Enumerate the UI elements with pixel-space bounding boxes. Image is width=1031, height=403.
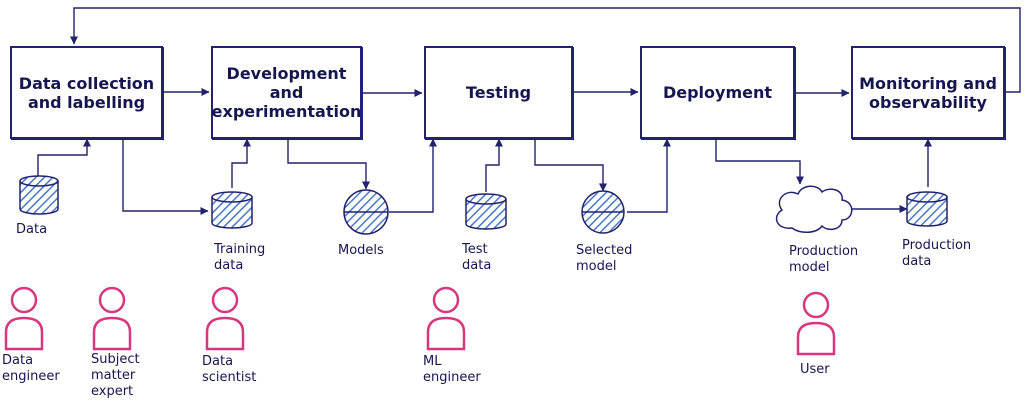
label-production-data: Production data	[902, 238, 972, 269]
cloud-production-model	[775, 185, 853, 233]
label-selected-model: Selected model	[576, 243, 633, 274]
label-production-model: Production model	[789, 244, 859, 275]
stage-deployment: Deployment	[640, 46, 795, 139]
stage-testing: Testing	[424, 46, 573, 139]
arrow-models-to-testing	[389, 138, 437, 213]
label-training-data: Training data	[214, 242, 266, 273]
arrow-training-data-to-develop	[231, 138, 251, 188]
arrow-testing-to-selected-model	[534, 139, 607, 192]
label-subject-matter-expert: Subject matter expert	[91, 352, 140, 399]
arrow-deploy-to-production-model	[715, 139, 804, 185]
arrow-collect-to-training-data	[122, 139, 209, 215]
person-icon-data-scientist	[205, 286, 245, 351]
database-production-data	[906, 191, 948, 227]
connectors	[37, 7, 1021, 215]
model-circle-models	[343, 189, 389, 235]
database-test-data	[465, 193, 507, 230]
arrow-data-to-collect	[37, 138, 91, 176]
database-training-data	[211, 191, 253, 229]
label-data: Data	[16, 222, 48, 237]
person-icon-subject-matter-expert	[92, 286, 132, 351]
arrow-test-data-to-testing	[485, 138, 503, 192]
database-data	[19, 175, 59, 215]
stage-monitoring: Monitoring and observability	[851, 46, 1005, 139]
arrow-develop-to-models	[287, 139, 370, 190]
person-icon-user	[796, 291, 836, 356]
arrow-feedback-loop	[70, 7, 1021, 93]
model-circle-selected-model	[581, 190, 625, 234]
label-ml-engineer: ML engineer	[423, 354, 481, 385]
person-icon-ml-engineer	[426, 286, 466, 351]
label-data-engineer: Data engineer	[2, 353, 60, 384]
label-test-data: Test data	[462, 242, 492, 273]
stage-development: Development and experimentation	[211, 46, 362, 139]
label-data-scientist: Data scientist	[202, 354, 257, 385]
arrow-selected-model-to-deploy	[627, 138, 671, 213]
person-icon-data-engineer	[4, 286, 44, 351]
label-models: Models	[338, 243, 384, 258]
label-user: User	[800, 362, 830, 377]
stage-data-collection: Data collection and labelling	[10, 46, 163, 139]
